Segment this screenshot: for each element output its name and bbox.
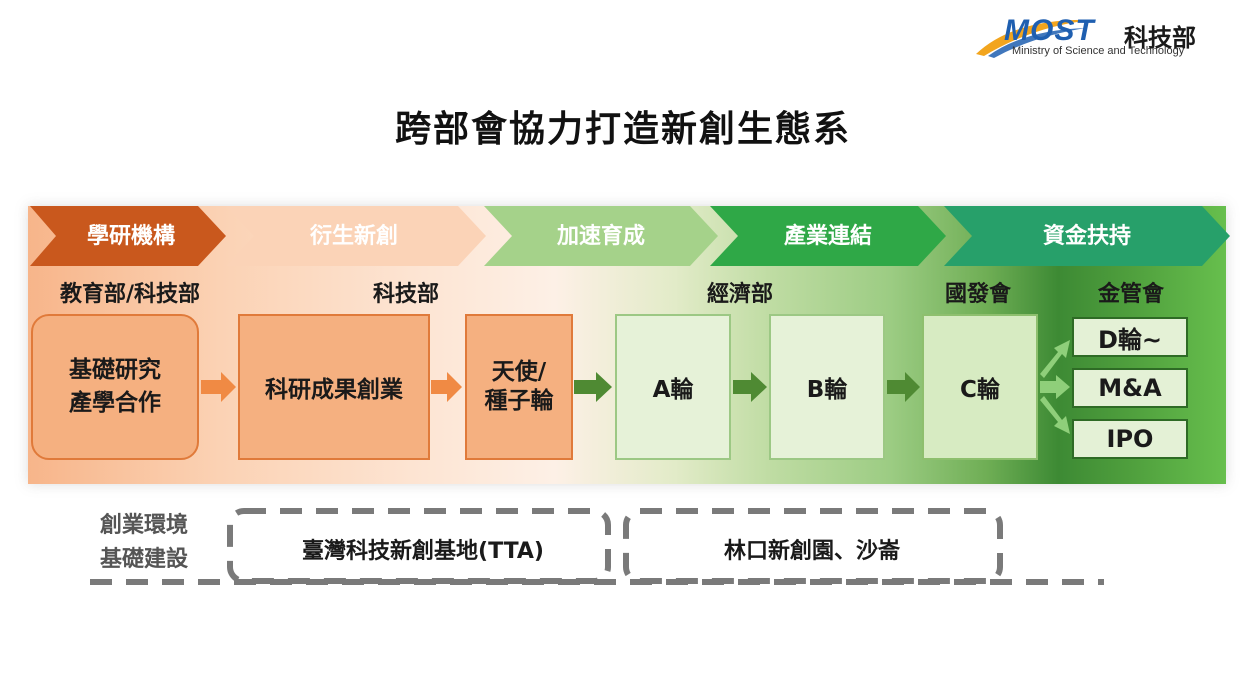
- agency-moea: 經濟部: [706, 282, 773, 307]
- agency-moe-most: 教育部/科技部: [59, 282, 201, 307]
- arrow-seed-to-a: [574, 372, 612, 402]
- stage-label-4: 產業連結: [783, 224, 872, 249]
- box-seed: 天使/ 種子輪: [465, 314, 573, 460]
- stage-label-2: 衍生新創: [309, 224, 398, 249]
- stage-label-5: 資金扶持: [1042, 224, 1131, 249]
- box-research-line2: 產學合作: [69, 390, 161, 416]
- box-spinoff: 科研成果創業: [238, 314, 430, 460]
- arrow-a-to-b: [733, 372, 767, 402]
- stage-chevron-3: [484, 206, 718, 266]
- infra-frame-tta: [227, 508, 611, 584]
- infra-label-line1: 創業環境: [100, 513, 189, 538]
- logo-name-en: Ministry of Science and Technology: [1012, 45, 1185, 57]
- box-seed-line1: 天使/: [491, 359, 547, 386]
- stage-chevron-2: [226, 206, 486, 266]
- stage-label-3: 加速育成: [556, 224, 645, 249]
- box-round-b: B輪: [769, 314, 885, 460]
- stage-chevron-5: [944, 206, 1230, 266]
- stage-chevron-4: [710, 206, 946, 266]
- logo-name-cn: 科技部: [1124, 24, 1196, 52]
- swoosh-icon: [976, 19, 1092, 58]
- agency-fsc: 金管會: [1097, 282, 1164, 307]
- box-basic-research: 基礎研究 產學合作: [31, 314, 199, 460]
- box-round-a: A輪: [615, 314, 731, 460]
- most-logo: MOST 科技部 Ministry of Science and Technol…: [974, 12, 1234, 62]
- box-round-c: C輪: [922, 314, 1038, 460]
- stage-label-1: 學研機構: [86, 224, 175, 249]
- agency-most: 科技部: [372, 282, 439, 307]
- box-research-line1: 基礎研究: [69, 356, 161, 383]
- arrow-b-to-c: [887, 372, 920, 402]
- arrow-research-to-spinoff: [201, 372, 236, 402]
- page-title: 跨部會協力打造新創生態系: [394, 109, 851, 150]
- box-seed-line2: 種子輪: [484, 388, 554, 414]
- infra-label: 創業環境 基礎建設: [100, 509, 188, 577]
- arrow-c-to-exits: [1040, 340, 1070, 434]
- infra-label-line2: 基礎建設: [100, 547, 189, 572]
- stage-chevron-1: [30, 206, 226, 266]
- arrow-spinoff-to-seed: [431, 372, 462, 402]
- box-exit-ipo: IPO: [1072, 419, 1188, 459]
- box-exit-d-round: D輪~: [1072, 317, 1188, 357]
- infra-item-linkou: 林口新創園、沙崙: [723, 539, 900, 564]
- infra-item-tta: 臺灣科技新創基地(TTA): [302, 539, 544, 564]
- agency-ndc: 國發會: [944, 282, 1011, 307]
- box-exit-ma: M&A: [1072, 368, 1188, 408]
- logo-brand: MOST: [1004, 14, 1095, 47]
